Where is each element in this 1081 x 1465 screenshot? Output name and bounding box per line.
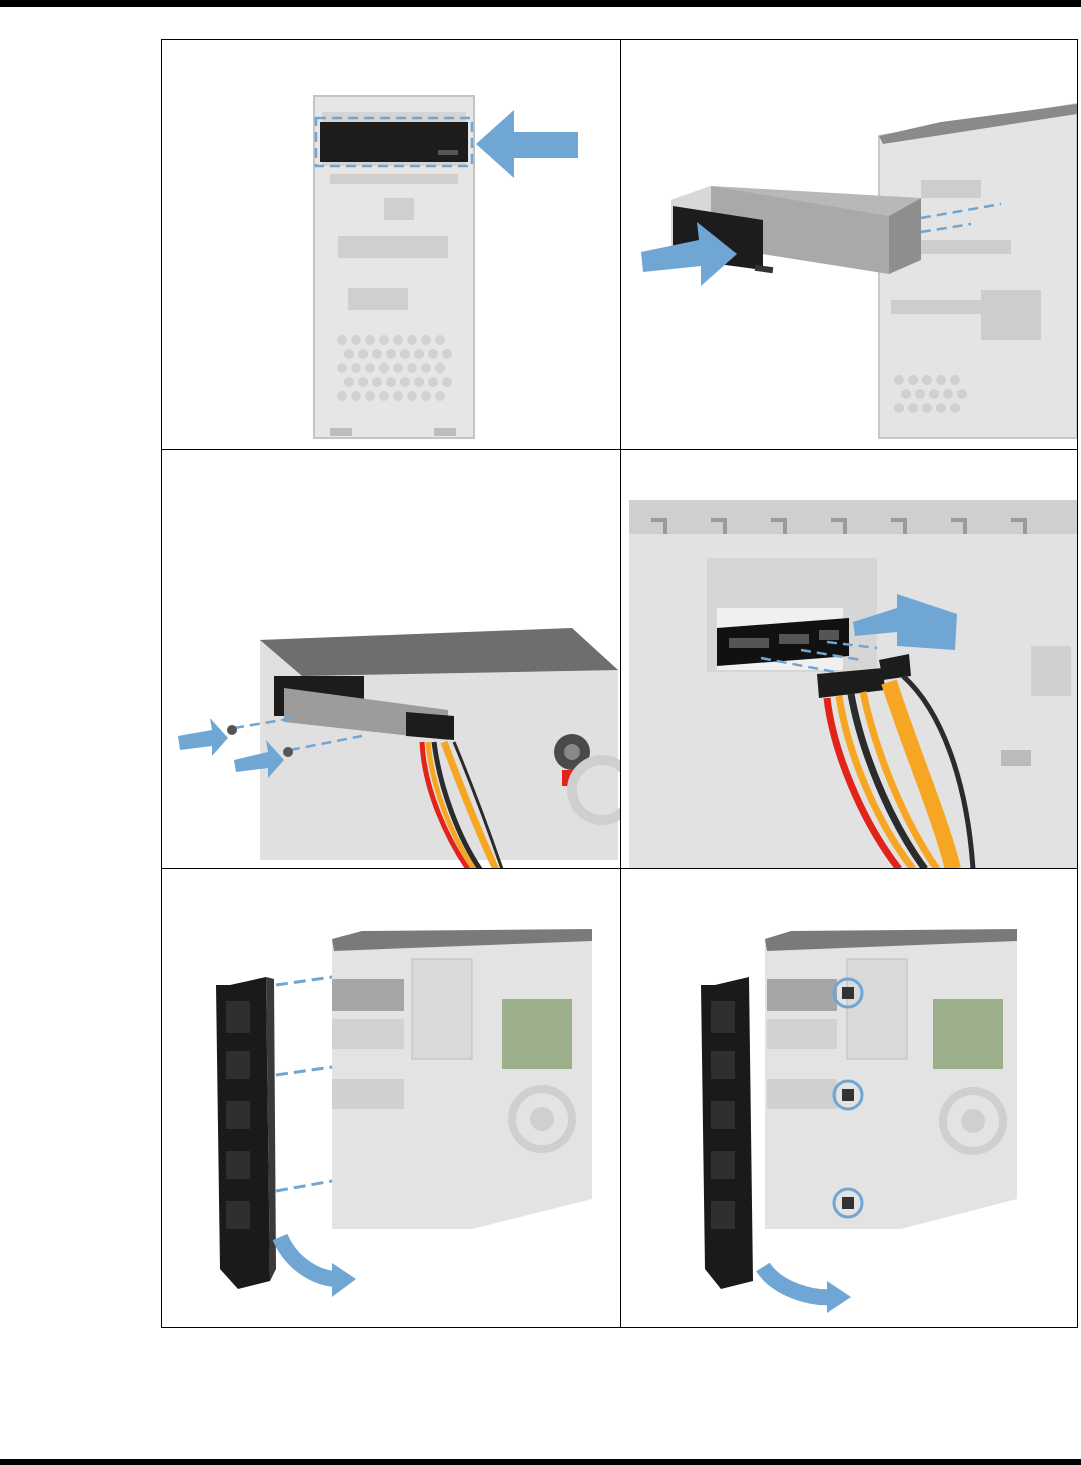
optical-drive-slide-in-icon <box>621 40 1077 450</box>
top-rule <box>0 0 1081 7</box>
step-3-cell <box>162 450 621 869</box>
bottom-rule <box>0 1459 1081 1465</box>
drive-screws-and-cables-icon <box>162 450 620 869</box>
sata-power-data-connect-icon <box>621 450 1077 869</box>
front-bezel-attach-icon <box>621 869 1077 1327</box>
optical-drive-front-insert-icon <box>162 40 620 450</box>
illustration-grid <box>161 39 1078 1328</box>
step-4-cell <box>621 450 1077 869</box>
step-6-cell <box>621 869 1077 1327</box>
front-bezel-align-icon <box>162 869 620 1327</box>
step-5-cell <box>162 869 621 1327</box>
step-1-cell <box>162 40 621 450</box>
step-2-cell <box>621 40 1077 450</box>
